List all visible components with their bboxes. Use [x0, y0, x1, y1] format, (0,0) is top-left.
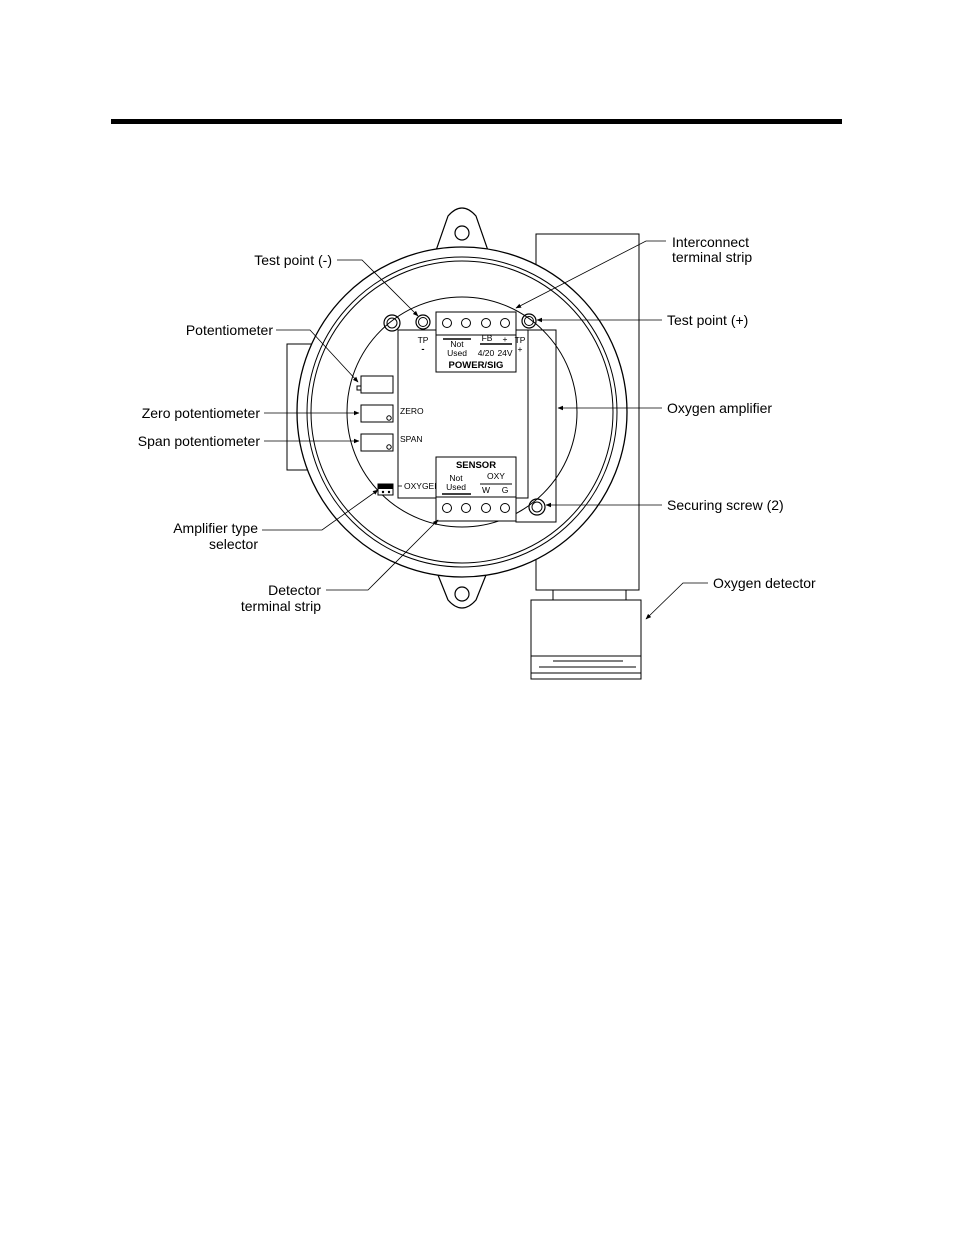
top-lug-hole [454, 225, 470, 241]
span-potentiometer-body [360, 433, 394, 452]
sensor-terminal-3 [481, 503, 491, 513]
power-fb-label: FB [482, 333, 493, 343]
top-mounting-lug [431, 207, 493, 263]
callout-securing-screw: Securing screw (2) [667, 497, 784, 513]
screw-top-left-inner [386, 317, 398, 329]
sensor-terminal-2 [461, 503, 471, 513]
oxygen-detector-body [530, 599, 642, 680]
callout-oxygen-amplifier: Oxygen amplifier [667, 400, 772, 416]
test-point-minus-outer [415, 314, 431, 330]
sensor-terminal-1 [442, 503, 452, 513]
callout-amplifier-selector-1: Amplifier type [173, 520, 258, 536]
callout-potentiometer: Potentiometer [186, 322, 273, 338]
sensor-terminal-block [435, 456, 517, 522]
tp-minus-label: TP [418, 335, 429, 345]
potentiometer-body [360, 375, 394, 394]
sensor-oxy-label: OXY [487, 471, 505, 481]
sensor-not-used-2: Used [446, 482, 466, 492]
power-terminal-4 [500, 318, 510, 328]
power-24v-label: 24V [497, 348, 512, 358]
tp-plus-sign: + [518, 344, 523, 354]
callout-zero-potentiometer: Zero potentiometer [142, 405, 261, 421]
power-not-used-1: Not [450, 339, 464, 349]
bottom-mounting-lug [429, 554, 495, 609]
sensor-g-label: G [502, 485, 509, 495]
housing-middle-ring [306, 256, 618, 568]
screw-top-left-outer [383, 314, 401, 332]
oxygen-board-label: OXYGEN [404, 481, 440, 491]
securing-screw-inner [531, 501, 543, 513]
power-sig-terminal-block [435, 311, 517, 373]
power-terminal-2 [461, 318, 471, 328]
span-pot-adjust-screw [386, 444, 392, 450]
callout-span-potentiometer: Span potentiometer [138, 433, 261, 449]
zero-board-label: ZERO [400, 406, 424, 416]
callout-oxygen-detector: Oxygen detector [713, 575, 816, 591]
callout-interconnect-strip-2: terminal strip [672, 249, 752, 265]
bottom-lug-hole [454, 586, 470, 602]
tp-plus-label: TP [515, 335, 526, 345]
callout-detector-strip-1: Detector [268, 582, 321, 598]
leader-interconnect-terminal-strip [515, 240, 666, 309]
span-board-label: SPAN [400, 434, 423, 444]
callout-test-point-minus: Test point (-) [254, 252, 332, 268]
sensor-title: SENSOR [456, 460, 496, 471]
leader-detector-terminal-strip [326, 519, 439, 591]
power-terminal-3 [481, 318, 491, 328]
zero-potentiometer-body [360, 404, 394, 423]
power-not-used-2: Used [447, 348, 467, 358]
callout-amplifier-selector-2: selector [209, 536, 258, 552]
power-420-label: 4/20 [478, 348, 495, 358]
test-point-minus-inner [418, 317, 428, 327]
test-point-plus-inner [524, 316, 534, 326]
callout-test-point-plus: Test point (+) [667, 312, 748, 328]
zero-pot-adjust-screw [386, 415, 392, 421]
leader-oxygen-detector [645, 582, 708, 620]
callout-detector-strip-2: terminal strip [241, 598, 321, 614]
power-sig-title: POWER/SIG [449, 360, 504, 371]
callout-interconnect-strip-1: Interconnect [672, 234, 749, 250]
sensor-not-used-1: Not [449, 473, 463, 483]
potentiometer-tab [356, 385, 362, 391]
power-plus-label: + [503, 334, 508, 344]
power-terminal-1 [442, 318, 452, 328]
housing-inner-ring [310, 260, 614, 564]
header-rule [111, 119, 842, 124]
securing-screw-outer [528, 498, 546, 516]
tp-minus-sign: - [421, 344, 424, 355]
leader-potentiometer [276, 329, 359, 383]
test-point-plus-outer [521, 313, 537, 329]
leader-amplifier-selector [262, 489, 379, 531]
sensor-w-label: W [482, 485, 490, 495]
sensor-terminal-4 [500, 503, 510, 513]
housing-cavity [346, 296, 578, 528]
leader-test-point-minus [337, 259, 419, 317]
